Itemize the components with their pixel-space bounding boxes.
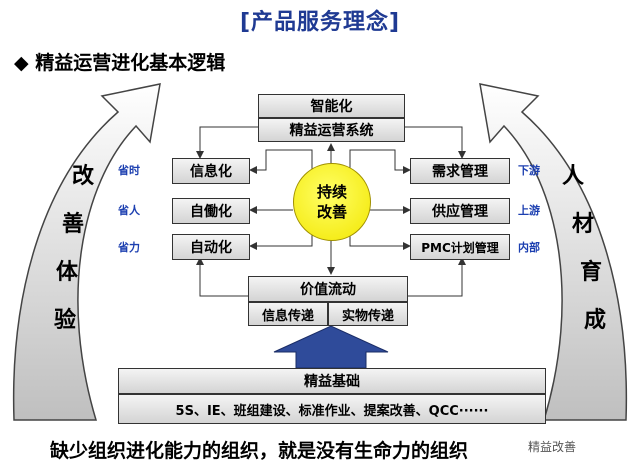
left-arrow-char-2: 善 [62, 212, 85, 237]
value-flow-main: 价值流动 [248, 276, 408, 302]
page-title: [产品服务理念] [239, 10, 401, 35]
right-arrow-char-2: 材 [572, 212, 595, 237]
up-arrow [273, 325, 389, 369]
bottom-statement: 缺少组织进化能力的组织，就是没有生命力的组织 [50, 440, 469, 462]
subtitle-text: 精益运营进化基本逻辑 [35, 52, 226, 74]
foundation-items: 5S、IE、班组建设、标准作业、提案改善、QCC······ [118, 394, 546, 424]
box-jidoka: 自働化 [172, 198, 250, 224]
box-supply-mgmt: 供应管理 [410, 198, 510, 224]
connector-bottom-right [405, 257, 466, 297]
subtitle: ◆ 精益运营进化基本逻辑 [14, 48, 225, 75]
value-flow-info: 信息传递 [248, 302, 328, 326]
connector-top-left [196, 126, 258, 159]
left-curved-arrow [12, 83, 161, 421]
tag-downstream: 下游 [518, 164, 540, 177]
box-demand-mgmt: 需求管理 [410, 158, 510, 184]
watermark-text: 精益改善 [528, 440, 577, 454]
left-arrow-char-1: 改 [72, 164, 95, 189]
tag-save-people: 省人 [118, 204, 140, 217]
connector-top-right [405, 126, 466, 159]
top-box-main: 智能化 [258, 94, 405, 118]
right-arrow-char-4: 成 [584, 308, 607, 333]
box-automation: 自动化 [172, 234, 250, 260]
right-arrow-char-1: 人 [562, 164, 585, 189]
box-information: 信息化 [172, 158, 250, 184]
left-arrow-char-4: 验 [54, 308, 77, 333]
top-box-sub: 精益运营系统 [258, 118, 405, 142]
tag-save-time: 省时 [118, 164, 140, 177]
diamond-bullet-icon: ◆ [14, 52, 29, 74]
tag-save-effort: 省力 [118, 241, 140, 254]
continuous-improvement-circle: 持续 改善 [293, 163, 371, 241]
left-arrow-char-3: 体 [56, 260, 79, 285]
center-line1: 持续 [316, 183, 347, 201]
right-arrow-char-3: 育 [580, 260, 603, 285]
foundation-main: 精益基础 [118, 368, 546, 394]
right-curved-arrow [479, 83, 628, 421]
tag-upstream: 上游 [518, 204, 540, 217]
box-pmc-mgmt: PMC计划管理 [410, 234, 510, 260]
center-line2: 改善 [316, 203, 347, 221]
tag-internal: 内部 [518, 241, 540, 254]
value-flow-material: 实物传递 [328, 302, 408, 326]
connector-bottom-left [196, 257, 258, 297]
